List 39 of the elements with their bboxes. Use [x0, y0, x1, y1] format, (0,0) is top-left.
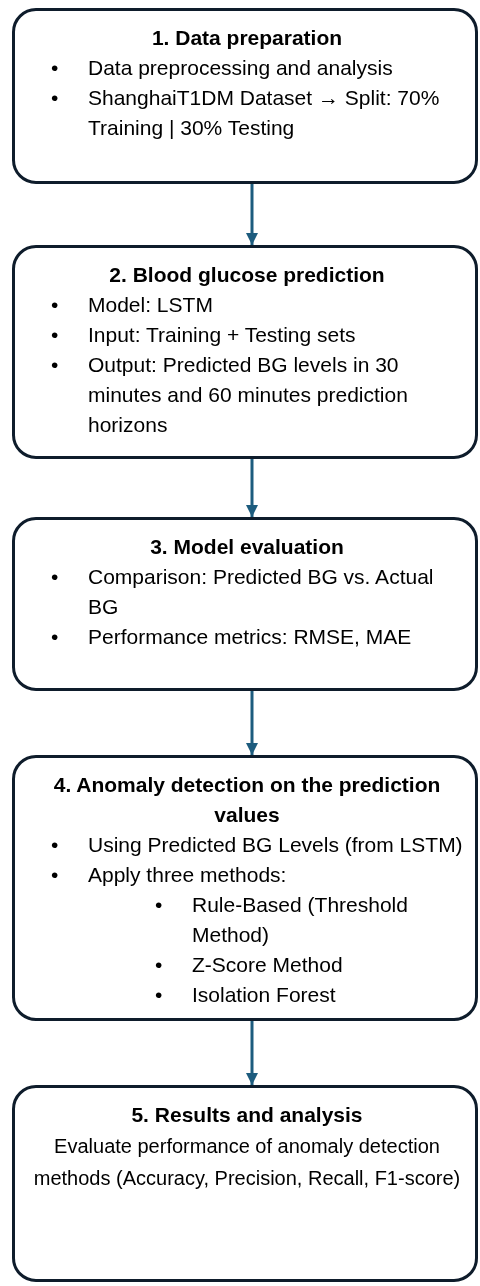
bullet-marker: •: [51, 564, 59, 590]
bullet-item: Using Predicted BG Levels (from LSTM): [88, 832, 464, 858]
bullet-item: Rule-Based (Threshold Method): [192, 892, 409, 948]
box-heading: 5. Results and analysis: [130, 1102, 364, 1128]
process-box: [12, 755, 478, 1021]
arrow: [246, 1021, 258, 1085]
bullet-marker: •: [155, 982, 163, 1008]
bullet-marker: •: [51, 322, 59, 348]
bullet-marker: •: [155, 892, 163, 918]
bullet-marker: •: [51, 624, 59, 650]
arrow: [246, 459, 258, 517]
bullet-item: Model: LSTM: [88, 292, 214, 318]
bullet-marker: •: [51, 55, 59, 81]
process-box: [12, 517, 478, 691]
bullet-item: Data preprocessing and analysis: [88, 55, 394, 81]
process-box: [12, 8, 478, 184]
box-heading: 3. Model evaluation: [149, 534, 345, 560]
bullet-marker: •: [51, 292, 59, 318]
bullet-item: Comparison: Predicted BG vs. Actual BG: [88, 564, 435, 620]
arrow: [246, 184, 258, 245]
box-heading: 2. Blood glucose prediction: [108, 262, 386, 288]
bullet-item: Output: Predicted BG levels in 30 minutes and 60 minutes prediction horizons: [88, 352, 409, 438]
process-box: [12, 1085, 478, 1282]
bullet-marker: •: [51, 862, 59, 888]
bullet-item: Input: Training + Testing sets: [88, 322, 357, 348]
bullet-marker: •: [51, 832, 59, 858]
bullet-marker: •: [155, 952, 163, 978]
bullet-marker: •: [51, 85, 59, 111]
bullet-item: Isolation Forest: [192, 982, 337, 1008]
process-box: [12, 245, 478, 459]
bullet-item: Performance metrics: RMSE, MAE: [88, 624, 413, 650]
bullet-marker: •: [51, 352, 59, 378]
box-text: Evaluate performance of anomaly detection methods (Accuracy, Precision, Recall, F1-score): [32, 1134, 462, 1191]
bullet-item: Z-Score Method: [192, 952, 344, 978]
bullet-item: Apply three methods:: [88, 862, 288, 888]
box-heading: 4. Anomaly detection on the prediction values: [52, 772, 442, 828]
arrow: [246, 691, 258, 755]
bullet-item: ShanghaiT1DM Dataset → Split: 70% Training | 30% Testing: [88, 85, 441, 141]
box-heading: 1. Data preparation: [150, 25, 344, 51]
